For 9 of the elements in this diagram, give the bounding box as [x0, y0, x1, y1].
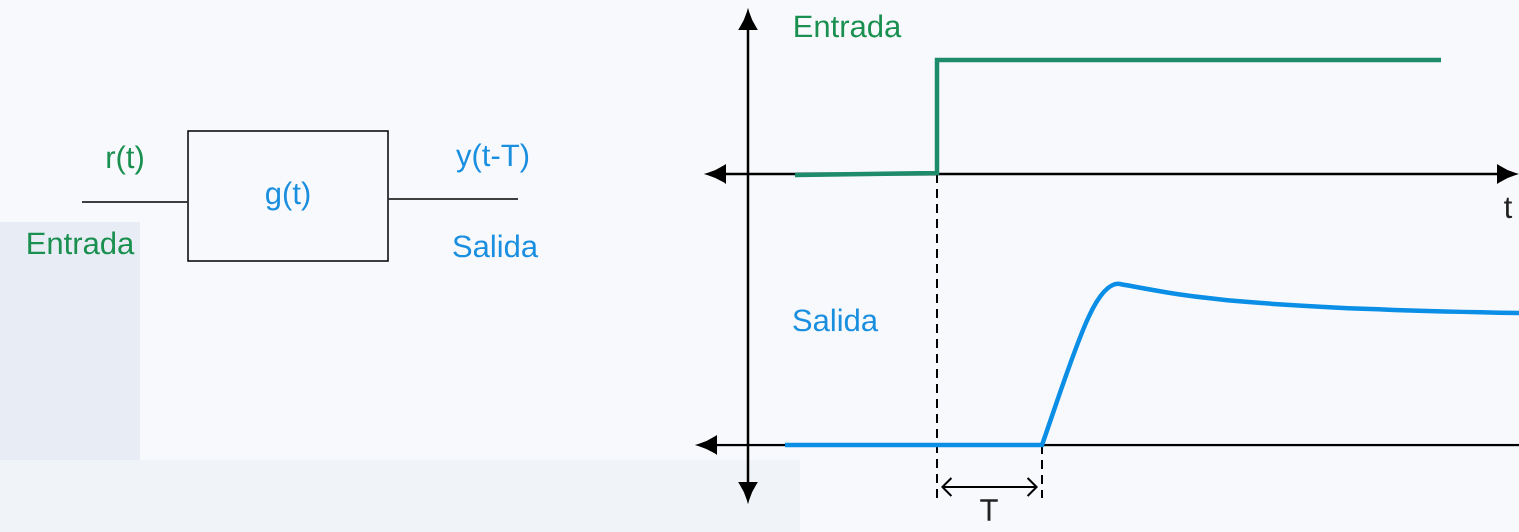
process-box: g(t)	[187, 130, 389, 262]
signal-label: Entrada	[795, 14, 902, 38]
signal-label: r(t) Entrada	[28, 145, 143, 255]
signal-label: T	[980, 499, 998, 521]
signal-label: Salida	[793, 308, 879, 332]
signal-label: y(t-T) Salida	[453, 143, 539, 258]
connector-line	[81, 201, 188, 203]
signal-label: t	[1504, 197, 1513, 219]
connector-line	[388, 198, 519, 200]
